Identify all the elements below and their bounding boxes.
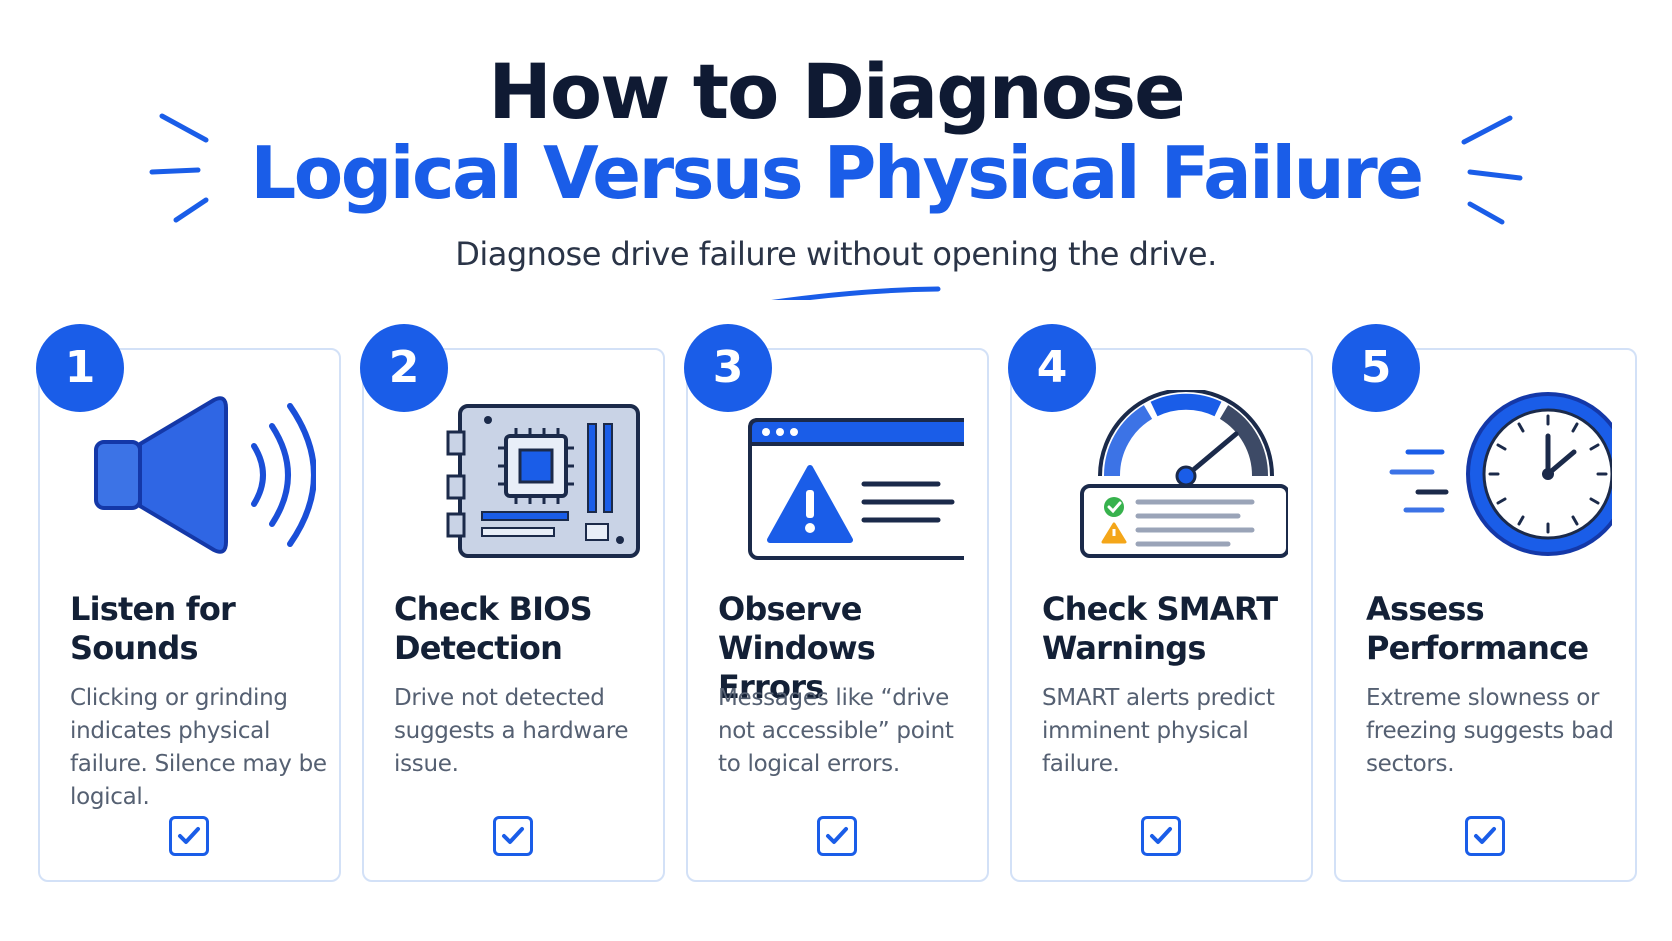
checkbox-1[interactable] [169, 816, 209, 856]
checkbox-2[interactable] [493, 816, 533, 856]
check-icon [1150, 827, 1172, 844]
step-title: Check BIOS Detection [394, 590, 593, 667]
step-card-3: 3 Observe Windows Errors Messages like “… [684, 324, 989, 882]
check-icon [178, 827, 200, 844]
motherboard-icon [390, 390, 640, 560]
checkbox-5[interactable] [1465, 816, 1505, 856]
speaker-sound-icon [66, 390, 317, 560]
step-card-5: 5 [1332, 324, 1637, 882]
page-subtitle: Diagnose drive failure without opening t… [455, 235, 1217, 273]
header-decoration [149, 113, 1523, 300]
check-icon [826, 827, 848, 844]
step-title: Listen for Sounds [70, 590, 236, 667]
step-card-2: 2 Check BIOS Detection Drive not detecte… [360, 324, 665, 882]
step-number-badge: 5 [1332, 324, 1420, 412]
clock-speed-icon [1362, 390, 1630, 560]
page-title: How to Diagnose [488, 47, 1185, 136]
checkbox-4[interactable] [1141, 816, 1181, 856]
step-description: Extreme slowness or freezing suggests ba… [1366, 685, 1614, 777]
gauge-status-icon [1038, 388, 1290, 560]
step-description: Clicking or grinding indicates physical … [70, 685, 327, 810]
step-description: Messages like “drive not accessible” poi… [718, 685, 954, 777]
step-title: Assess Performance [1366, 590, 1589, 667]
step-card-1: 1 Listen for Sounds Clicking or grinding… [36, 324, 341, 882]
check-icon [502, 827, 524, 844]
step-number-badge: 1 [36, 324, 124, 412]
step-title: Check SMART Warnings [1042, 590, 1278, 667]
step-card-4: 4 Check SMART Warnings SMART alerts pred… [1008, 324, 1313, 882]
step-title: Observe Windows Errors [718, 590, 876, 706]
check-icon [1474, 827, 1496, 844]
step-number-badge: 4 [1008, 324, 1096, 412]
checkbox-3[interactable] [817, 816, 857, 856]
step-description: SMART alerts predict imminent physical f… [1042, 685, 1275, 777]
step-number-badge: 2 [360, 324, 448, 412]
step-description: Drive not detected suggests a hardware i… [394, 685, 629, 777]
step-number-badge: 3 [684, 324, 772, 412]
page-title-highlight: Logical Versus Physical Failure [250, 131, 1424, 215]
error-window-icon [714, 390, 982, 560]
